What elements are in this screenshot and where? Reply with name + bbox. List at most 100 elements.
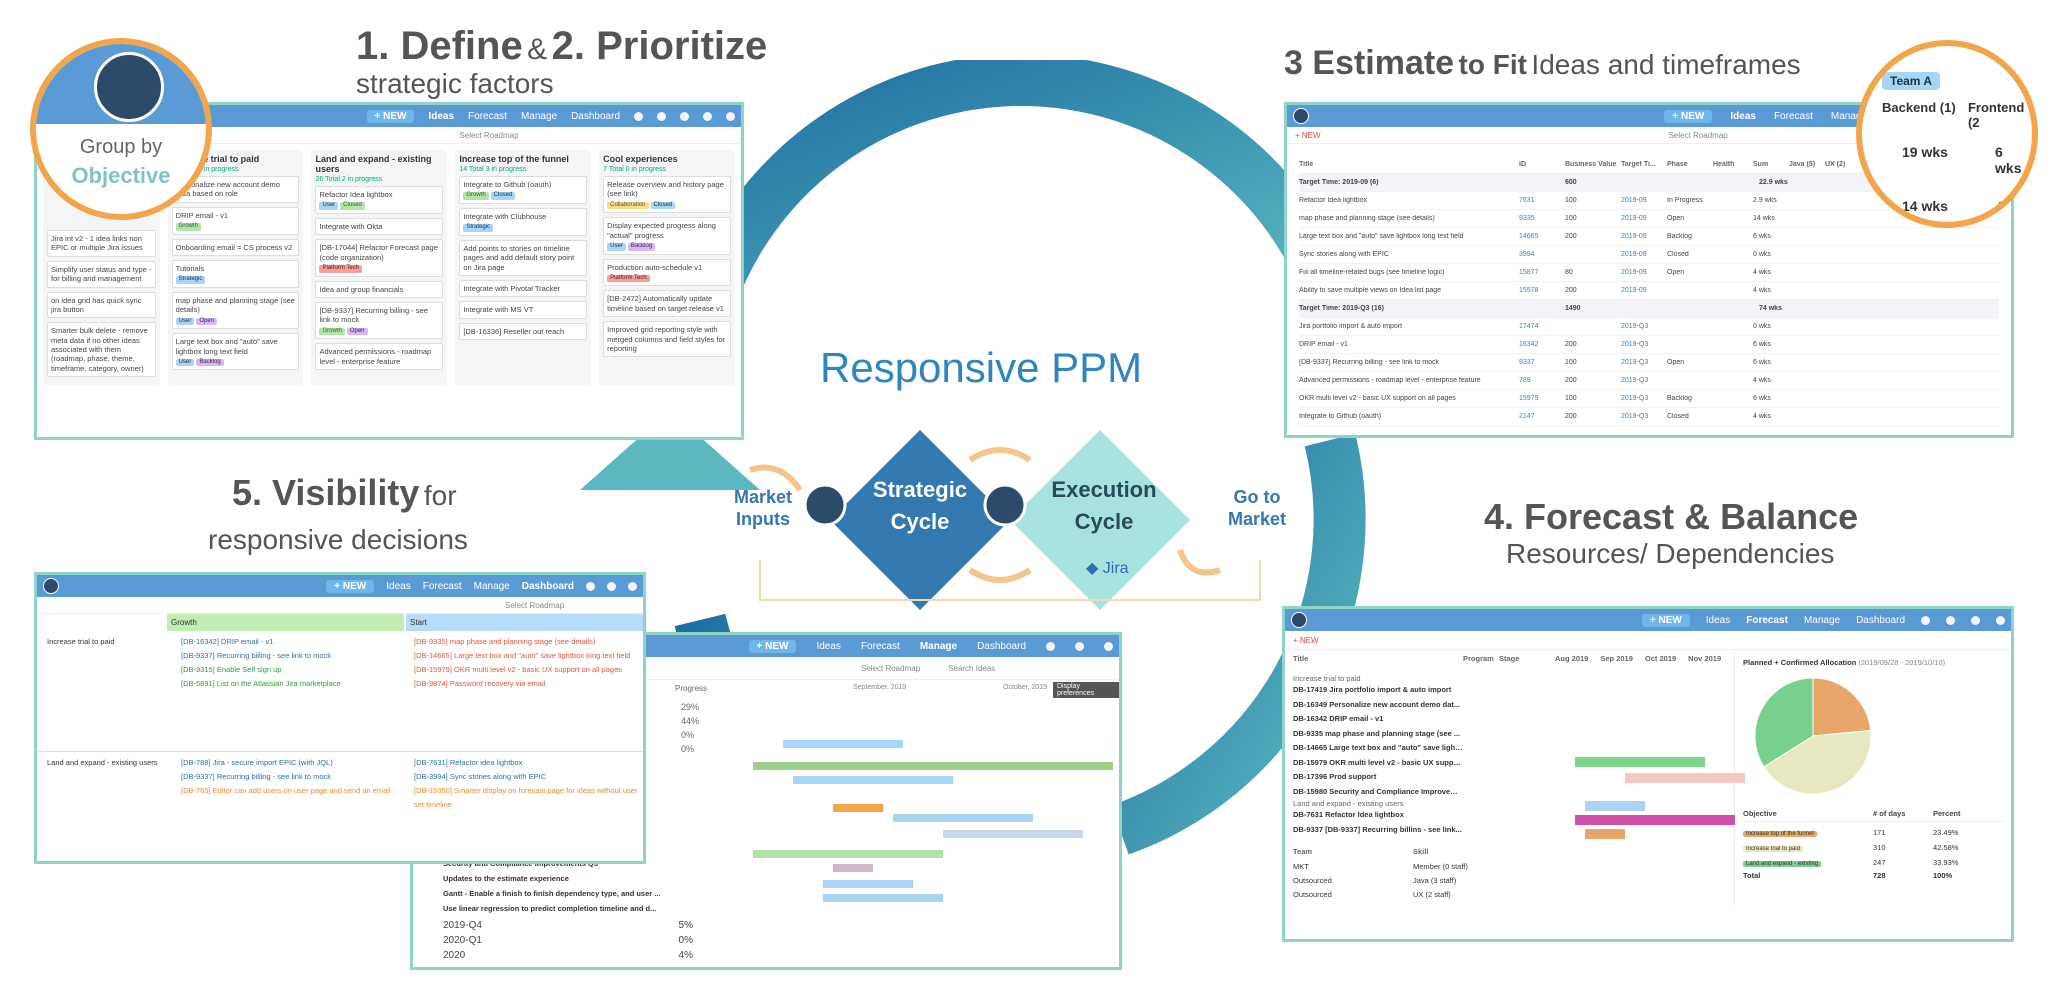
idea-card[interactable]: [DB-16336] Reseller out reach bbox=[459, 322, 588, 340]
select-roadmap[interactable]: Select Roadmap bbox=[861, 663, 921, 673]
forecast-item[interactable]: DB-17396 Prod support bbox=[1293, 772, 1377, 781]
manage-row[interactable]: Gantt - Enable a finish to finish depend… bbox=[443, 889, 661, 898]
dashboard-item[interactable]: [DB-5891] List on the Atlassian Jira mar… bbox=[181, 679, 341, 688]
idea-card[interactable]: Onboarding email = CS process v2 bbox=[171, 238, 300, 256]
nav-forecast[interactable]: Forecast bbox=[422, 580, 462, 592]
table-row[interactable]: map phase and planning stage (see detail… bbox=[1299, 210, 1999, 228]
forecast-item[interactable]: DB-15979 OKR multi level v2 - basic UX s… bbox=[1293, 757, 1463, 767]
dashboard-item[interactable]: [DB-3994] Sync stories along with EPIC bbox=[414, 772, 547, 781]
forecast-item[interactable]: DB-14665 Large text box and "auto" save … bbox=[1293, 743, 1463, 752]
user-icon[interactable] bbox=[1104, 641, 1113, 651]
idea-card[interactable]: Improved grid reporting style with merge… bbox=[603, 321, 731, 358]
idea-card[interactable]: Release overview and history page (see l… bbox=[603, 176, 731, 214]
idea-card[interactable]: Advanced permissions - roadmap level - e… bbox=[315, 343, 444, 370]
nav-manage[interactable]: Manage bbox=[473, 580, 510, 592]
table-row[interactable]: Large text box and "auto" save lightbox … bbox=[1299, 228, 1999, 246]
dashboard-item[interactable]: [DB-15050] Smarter display on forecast p… bbox=[414, 786, 638, 809]
bell-icon[interactable] bbox=[680, 111, 689, 121]
idea-card[interactable]: on idea grid has quick sync jira button bbox=[47, 291, 156, 319]
dashboard-item[interactable]: [DB-15979] OKR multi level v2 - basic UX… bbox=[414, 665, 623, 674]
timeframe-row[interactable]: 2020 bbox=[443, 950, 466, 961]
nav-forecast[interactable]: Forecast bbox=[1773, 110, 1813, 122]
dashboard-item[interactable]: [DB-765] Editor can add users on user pa… bbox=[181, 786, 391, 795]
gear-icon[interactable] bbox=[607, 581, 616, 591]
idea-card[interactable]: Large text box and "auto" save lightbox … bbox=[171, 333, 300, 371]
idea-card[interactable]: Integrate with Okta bbox=[315, 217, 444, 236]
display-preferences-button[interactable]: Display preferences bbox=[1053, 682, 1119, 698]
nav-ideas[interactable]: Ideas bbox=[1730, 110, 1756, 122]
select-roadmap[interactable]: Select Roadmap bbox=[1668, 130, 1728, 140]
idea-card[interactable]: Idea and group financials bbox=[315, 280, 444, 298]
group-row[interactable]: Increase trial to paid bbox=[1293, 674, 1361, 683]
nav-ideas[interactable]: Ideas bbox=[428, 110, 455, 122]
search-icon[interactable] bbox=[1921, 615, 1930, 625]
user-icon[interactable] bbox=[1996, 615, 2005, 625]
objective-label[interactable]: Objective bbox=[71, 163, 171, 188]
nav-forecast[interactable]: Forecast bbox=[468, 110, 507, 122]
bell-icon[interactable] bbox=[628, 581, 637, 591]
forecast-item[interactable]: DB-7631 Refactor Idea lightbox bbox=[1293, 810, 1404, 819]
nav-dashboard[interactable]: Dashboard bbox=[1856, 614, 1905, 626]
forecast-item[interactable]: DB-16349 Personalize new account demo da… bbox=[1293, 699, 1461, 709]
gear-icon[interactable] bbox=[1075, 641, 1084, 651]
pie-slice[interactable] bbox=[1812, 677, 1872, 737]
nav-ideas[interactable]: Ideas bbox=[816, 640, 841, 652]
nav-dashboard[interactable]: Dashboard bbox=[571, 110, 620, 122]
new-button[interactable]: + NEW bbox=[748, 639, 797, 653]
idea-card[interactable]: [DB-17044] Refactor Forecast page (code … bbox=[315, 239, 444, 277]
group-row[interactable]: Land and expand - existing users bbox=[1293, 799, 1404, 808]
idea-card[interactable]: Simplify user status and type - for bill… bbox=[47, 260, 156, 288]
bell-icon[interactable] bbox=[1971, 615, 1980, 625]
nav-manage[interactable]: Manage bbox=[1803, 614, 1841, 626]
table-row[interactable]: Ability to save multiple views on Idea l… bbox=[1299, 282, 1999, 300]
timeframe-row[interactable]: 2020-Q1 bbox=[443, 935, 482, 946]
select-roadmap[interactable]: Select Roadmap bbox=[459, 130, 519, 140]
idea-card[interactable]: map phase and planning stage (see detail… bbox=[171, 291, 300, 330]
search-icon[interactable] bbox=[586, 581, 595, 591]
pie-slice[interactable] bbox=[1754, 677, 1814, 768]
table-row[interactable]: [DB-9337] Recurring billing - see link t… bbox=[1299, 354, 1999, 372]
search-icon[interactable] bbox=[1046, 641, 1055, 651]
table-row[interactable]: OKR multi level v2 - basic UX support on… bbox=[1299, 390, 1999, 408]
nav-manage[interactable]: Manage bbox=[520, 110, 558, 122]
forecast-item[interactable]: DB-15980 Security and Compliance Improve… bbox=[1293, 786, 1463, 796]
idea-card[interactable]: Integrate with Pivotal Tracker bbox=[459, 279, 588, 298]
nav-dashboard[interactable]: Dashboard bbox=[977, 640, 1026, 652]
idea-card[interactable]: Integrate with MS VT bbox=[459, 301, 588, 319]
nav-forecast[interactable]: Forecast bbox=[1746, 614, 1788, 626]
nav-forecast[interactable]: Forecast bbox=[860, 640, 900, 652]
search-icon[interactable] bbox=[634, 111, 643, 121]
idea-card[interactable]: Add points to stories on timeline pages … bbox=[459, 239, 588, 276]
new-button[interactable]: + NEW bbox=[366, 109, 415, 123]
idea-card[interactable]: Display expected progress along "actual"… bbox=[603, 217, 731, 255]
dashboard-item[interactable]: [DB-9315] Enable Self sign up bbox=[181, 665, 282, 674]
dashboard-item[interactable]: [DB-9335] map phase and planning stage (… bbox=[414, 637, 596, 646]
pie-slice[interactable] bbox=[1763, 729, 1872, 795]
team-badge[interactable]: Team A bbox=[1882, 72, 1941, 90]
search-ideas[interactable]: Search Ideas bbox=[948, 663, 996, 673]
timeframe-row[interactable]: 2019-Q4 bbox=[443, 920, 482, 931]
dashboard-item[interactable]: [DB-16342] DRIP email - v1 bbox=[181, 637, 274, 646]
dashboard-item[interactable]: [DB-788] Jira - secure import EPIC (with… bbox=[181, 758, 333, 767]
dashboard-item[interactable]: [DB-9874] Password recovery via email bbox=[414, 679, 546, 688]
dashboard-item[interactable]: [DB-7631] Refactor idea lightbox bbox=[414, 758, 523, 767]
new-button[interactable]: + NEW bbox=[326, 579, 375, 593]
nav-ideas[interactable]: Ideas bbox=[386, 580, 411, 592]
dashboard-item[interactable]: [DB-14665] Large text box and "auto" sav… bbox=[414, 651, 631, 660]
manage-row[interactable]: Use linear regression to predict complet… bbox=[443, 904, 657, 913]
nav-dashboard[interactable]: Dashboard bbox=[521, 580, 574, 592]
table-row[interactable]: Advanced permissions - roadmap level - e… bbox=[1299, 372, 1999, 390]
new-link[interactable]: + NEW bbox=[1295, 130, 1321, 140]
idea-card[interactable]: Smarter bulk delete - remove meta data i… bbox=[47, 322, 156, 378]
table-row[interactable]: Fix all timeline-related bugs (see timel… bbox=[1299, 264, 1999, 282]
nav-manage[interactable]: Manage bbox=[1830, 110, 1867, 122]
